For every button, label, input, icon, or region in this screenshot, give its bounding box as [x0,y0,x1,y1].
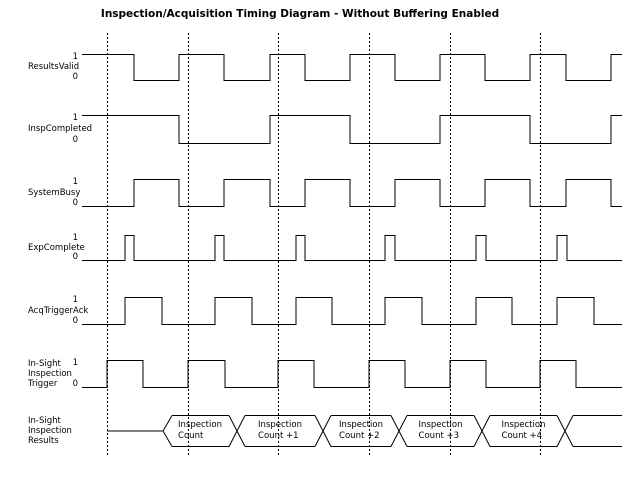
waveform-insp-completed [82,115,622,144]
level-label-high-system-busy: 1 [72,177,78,187]
waveform-inspection-trigger [82,360,622,388]
diagram-title: Inspection/Acquisition Timing Diagram - … [100,8,500,20]
bus-crossover [228,415,246,447]
bus-segment-label: Inspection Count +1 [258,420,302,441]
waveform-results-valid [82,54,622,81]
waveform-acq-trigger-ack [82,297,622,325]
level-label-low-inspection-trigger: 0 [72,379,78,389]
bus-crossover [556,415,574,447]
signal-label-inspection-results: In-Sight Inspection Results [28,415,72,446]
waveform-system-busy [82,179,622,207]
bus-segment-label: Inspection Count +4 [501,420,546,441]
bus-open-inspection-results [162,415,173,447]
level-label-low-system-busy: 0 [72,198,78,208]
waveform-exp-complete [82,235,622,261]
level-label-high-exp-complete: 1 [72,233,78,243]
bus-crossover [314,415,332,447]
level-label-high-acq-trigger-ack: 1 [72,295,78,305]
level-label-high-results-valid: 1 [72,52,78,62]
signal-label-acq-trigger-ack: AcqTriggerAck [28,305,89,316]
level-label-low-insp-completed: 0 [72,135,78,145]
signal-label-inspection-trigger: In-Sight Inspection Trigger [28,358,72,389]
bus-segment-label: Inspection Count [178,420,222,441]
level-label-low-exp-complete: 0 [72,252,78,262]
level-label-low-acq-trigger-ack: 0 [72,316,78,326]
signal-label-insp-completed: InspCompleted [28,124,93,134]
signal-label-exp-complete: ExpComplete [28,242,85,253]
signal-label-system-busy: SystemBusy [28,187,81,198]
bus-crossover [390,415,408,447]
level-label-low-results-valid: 0 [72,72,78,82]
level-label-high-inspection-trigger: 1 [72,358,78,368]
signal-label-results-valid: ResultsValid [28,62,80,72]
bus-segment-label: Inspection Count +3 [418,420,463,441]
level-label-high-insp-completed: 1 [72,113,78,123]
bus-crossover [473,415,491,447]
bus-segment-label: Inspection Count +2 [339,420,383,441]
